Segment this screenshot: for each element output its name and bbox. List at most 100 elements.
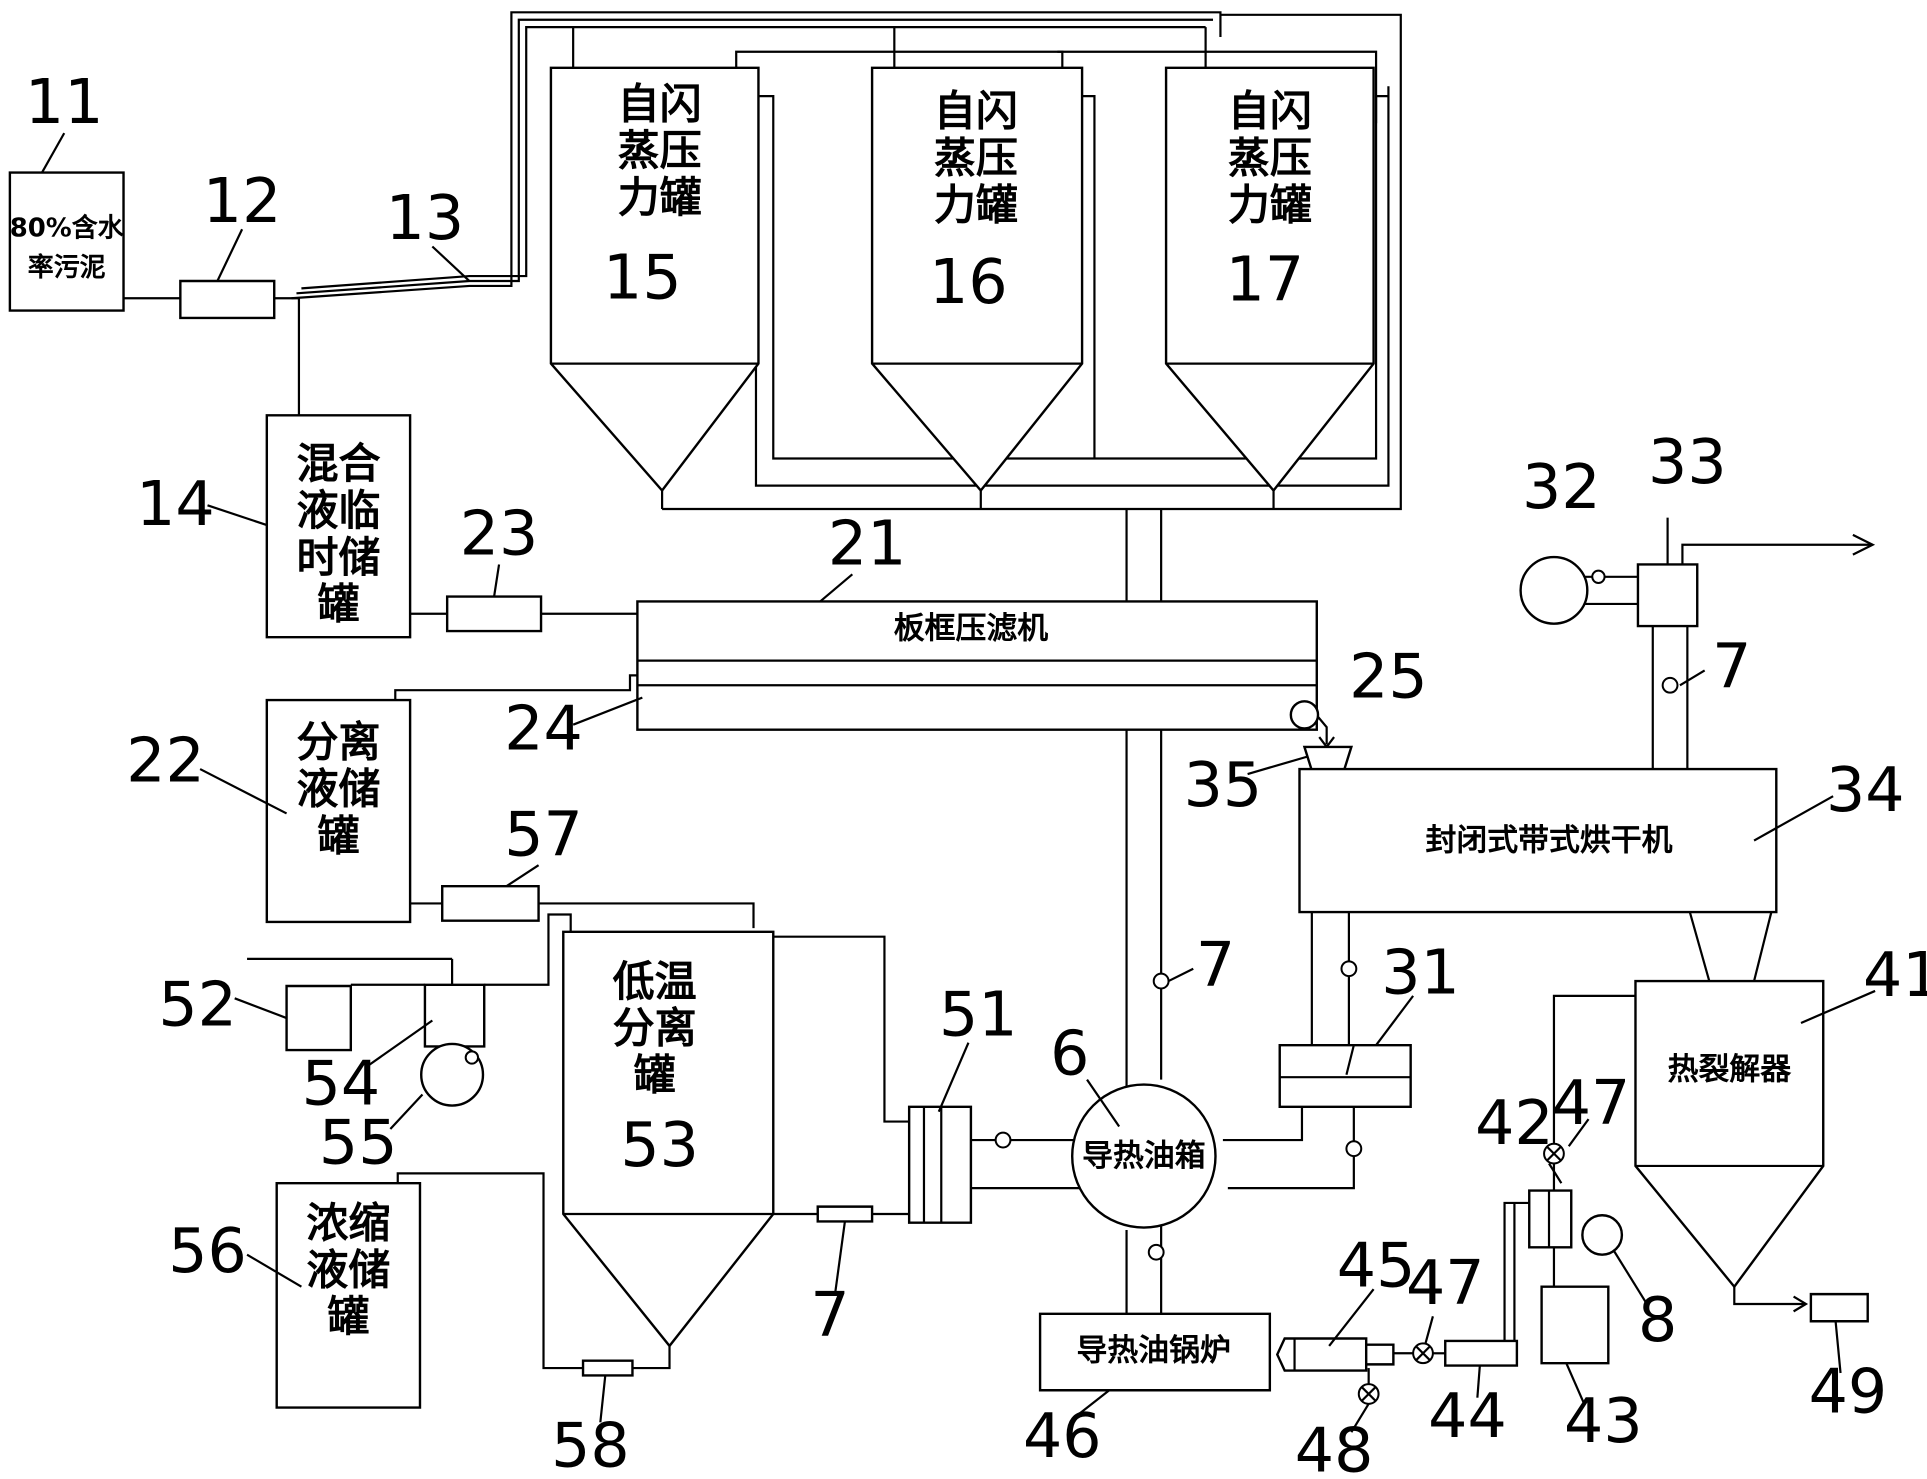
flash-tank-15-number: 15 [603, 241, 682, 313]
box-52 [287, 986, 351, 1050]
flash-tank-16-number: 16 [929, 246, 1008, 318]
ref-11: 11 [25, 66, 104, 138]
ref-13: 13 [386, 182, 465, 254]
thermal-oil-tank-6: 导热油箱 [1072, 1085, 1215, 1228]
ref-7-drier: 7 [1712, 631, 1751, 703]
ref-7-bottom: 7 [810, 1279, 849, 1351]
ref-35: 35 [1184, 749, 1263, 821]
fan-32 [1521, 557, 1588, 624]
valve-6-bottom [1149, 1245, 1164, 1260]
ref-58: 58 [551, 1410, 630, 1479]
mixing-tank-14: 混合 液临 时储 罐 [267, 415, 410, 637]
ref-7-oil: 7 [1196, 929, 1235, 1001]
separation-liquid-tank-22: 分离 液储 罐 [267, 700, 410, 922]
pipelines [124, 12, 1873, 1385]
ref-55: 55 [319, 1107, 398, 1179]
ref-48: 48 [1295, 1415, 1374, 1479]
condenser-51 [909, 1107, 971, 1223]
ref-34: 34 [1826, 754, 1905, 826]
separation-tank-label-line-3: 罐 [317, 811, 359, 860]
ref-45: 45 [1337, 1230, 1416, 1302]
separator-54 [425, 985, 484, 1047]
mixing-tank-label-line-1: 混合 [296, 439, 380, 488]
ref-12: 12 [203, 165, 282, 237]
ref-25: 25 [1349, 641, 1428, 713]
valve-32 [1592, 571, 1604, 583]
pump-25 [1291, 701, 1318, 728]
mixing-tank-label-line-2: 液临 [296, 486, 380, 535]
ref-33: 33 [1648, 426, 1727, 498]
sludge-source-11: 80%含水 率污泥 [10, 173, 125, 311]
flash-tank-17-label-line-1: 自闪 [1228, 87, 1312, 136]
ref-54: 54 [302, 1047, 381, 1119]
ref-51: 51 [939, 978, 1018, 1050]
ref-49: 49 [1809, 1356, 1888, 1428]
concentrate-tank-56: 浓缩 液储 罐 [277, 1183, 420, 1407]
leader-lines [42, 133, 1875, 1432]
valve-47-a [1544, 1144, 1564, 1164]
box-43 [1542, 1287, 1609, 1363]
ref-46: 46 [1023, 1400, 1102, 1472]
ref-24: 24 [504, 692, 583, 764]
concentrate-tank-label-line-3: 罐 [327, 1292, 369, 1341]
ref-43: 43 [1564, 1385, 1643, 1457]
flash-tank-15-label-line-2: 蒸压 [618, 126, 702, 175]
filter-press-label: 板框压滤机 [894, 610, 1048, 646]
ref-52: 52 [158, 969, 237, 1041]
boiler-label: 导热油锅炉 [1077, 1333, 1231, 1369]
flash-tank-16-label-line-1: 自闪 [934, 87, 1018, 136]
ref-6: 6 [1050, 1018, 1089, 1090]
valve-48 [1359, 1384, 1379, 1404]
low-temp-separation-tank-53: 低温 分离 罐 53 [563, 932, 773, 1346]
ref-23: 23 [460, 498, 539, 570]
mixing-tank-label-line-3: 时储 [296, 533, 380, 582]
valve-drier-return [1341, 961, 1356, 976]
ref-31: 31 [1381, 936, 1460, 1008]
pump-23 [447, 597, 541, 632]
flash-tank-16-label-line-3: 力罐 [934, 180, 1018, 229]
sludge-label-line-1: 80%含水 [10, 213, 125, 244]
flash-tank-17-label-line-2: 蒸压 [1228, 134, 1312, 183]
flash-tank-15-label-line-3: 力罐 [618, 173, 702, 222]
belt-dryer-34: 封闭式带式烘干机 [1299, 769, 1776, 912]
low-temp-tank-label-line-1: 低温 [613, 957, 697, 1006]
pump-58 [583, 1361, 632, 1376]
burner-45 [1277, 1338, 1393, 1370]
filter-press-21: 板框压滤机 [637, 601, 1316, 729]
flash-tank-15-label-line-1: 自闪 [618, 79, 702, 128]
flash-tank-17-label-line-3: 力罐 [1228, 180, 1312, 229]
sludge-label-line-2: 率污泥 [28, 252, 106, 283]
valve-31-return [1346, 1141, 1361, 1156]
ref-47-top: 47 [1552, 1067, 1631, 1139]
reference-numbers: 11 12 13 14 23 21 22 24 25 35 34 32 33 7… [25, 66, 1927, 1479]
pump-57 [442, 886, 538, 921]
valve-oil-line [1154, 974, 1169, 989]
box-49 [1811, 1294, 1868, 1321]
flash-tank-15: 自闪 蒸压 力罐 15 [551, 68, 759, 491]
flash-tank-16: 自闪 蒸压 力罐 16 [872, 68, 1082, 491]
mixing-tank-label-line-4: 罐 [317, 580, 359, 629]
low-temp-tank-number: 53 [620, 1109, 699, 1181]
ref-47-bottom: 47 [1406, 1247, 1485, 1319]
ref-22: 22 [126, 724, 205, 796]
valve-47-b [1413, 1343, 1433, 1363]
low-temp-tank-label-line-3: 罐 [634, 1051, 676, 1100]
valve-51 [996, 1133, 1011, 1148]
ref-14: 14 [136, 468, 215, 540]
flowmeter-7 [818, 1207, 872, 1222]
belt-dryer-label: 封闭式带式烘干机 [1426, 822, 1673, 858]
separation-tank-label-line-2: 液储 [296, 765, 380, 814]
ref-44: 44 [1428, 1380, 1507, 1452]
thermal-oil-tank-label: 导热油箱 [1082, 1138, 1205, 1174]
concentrate-tank-label-line-2: 液储 [306, 1245, 390, 1294]
valve-drier-top [1663, 678, 1678, 693]
flash-tank-17: 自闪 蒸压 力罐 17 [1166, 68, 1374, 491]
low-temp-tank-label-line-2: 分离 [613, 1004, 697, 1053]
ref-21: 21 [828, 508, 907, 580]
component-42 [1529, 1191, 1571, 1248]
valves [996, 678, 1678, 1404]
valve-55 [466, 1051, 478, 1063]
pyrolyzer-label: 热裂解器 [1668, 1052, 1793, 1088]
thermal-oil-boiler-46: 导热油锅炉 [1040, 1314, 1270, 1390]
ref-56: 56 [168, 1215, 247, 1287]
